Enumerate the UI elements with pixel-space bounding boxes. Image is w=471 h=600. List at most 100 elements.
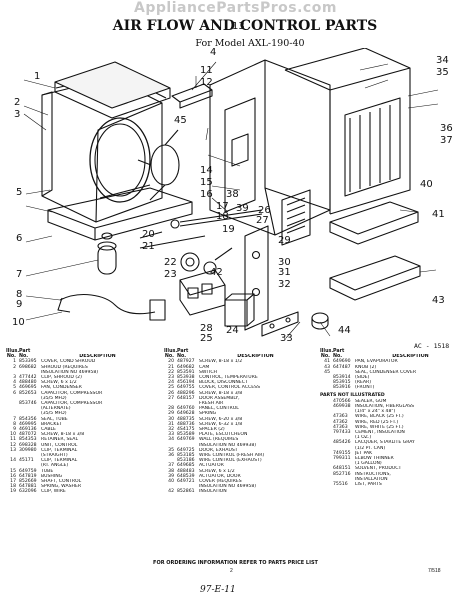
part-number: 853589 — [177, 432, 195, 438]
part-number: 485426 — [333, 440, 351, 446]
part-description: LACQUER, STARLITE GRAY — [355, 440, 415, 446]
illus-number: 36 — [168, 453, 174, 459]
evaporator-wall — [284, 48, 411, 215]
part-number: 853395 — [19, 359, 37, 365]
part-number: 648151 — [333, 466, 351, 472]
part-description: WIRE CONTROL (FRESH AIR) — [199, 453, 265, 459]
part-description: SPRING — [199, 411, 217, 417]
parts-row: (35/5 MFD) — [6, 411, 154, 416]
part-description: SCREW, 6-32 x 1/8 — [199, 421, 243, 427]
part-number: 469938 — [333, 404, 351, 410]
illus-number — [320, 385, 330, 390]
callout-40: 40 — [420, 179, 433, 190]
header-illus: Illus. — [320, 349, 334, 354]
part-description: BUSHING — [41, 473, 63, 479]
part-description: (1 OZ.) — [355, 435, 372, 441]
parts-header-row: Illus.Part — [164, 349, 312, 354]
parts-row: (1/2 PT. CAN) — [320, 446, 466, 451]
part-description: INSULATION NO 469938) — [199, 442, 257, 448]
part-description: KNOB (2) — [355, 364, 377, 370]
callout-13: 13 — [232, 21, 245, 32]
part-description: JET PAK — [355, 450, 373, 456]
part-number: 649759 — [19, 468, 37, 474]
evaporator-pan — [329, 201, 419, 245]
illus-number: 20 — [168, 359, 174, 365]
part-description: RETAINER, SEAL — [41, 437, 79, 443]
part-description: SHROUD (REQUIRES — [41, 364, 88, 370]
illus-number: 7 — [13, 416, 16, 422]
part-number: 853916 — [333, 385, 351, 391]
part-number: 45171 — [19, 458, 34, 464]
parts-row: 749155 JET PAK — [320, 451, 466, 456]
header-description: DESCRIPTION — [237, 354, 274, 360]
part-description: LIST, PARTS — [355, 482, 382, 488]
watermark: AppliancePartsPros.com — [134, 0, 337, 16]
illus-number: 19 — [10, 489, 16, 495]
part-description: SCREW, 6 x 1/2 — [199, 468, 235, 474]
illus-number — [320, 482, 330, 487]
part-number: 477442 — [19, 375, 37, 381]
callout-25: 25 — [200, 333, 213, 344]
illus-number: 40 — [168, 479, 174, 485]
part-number: 853185 — [177, 453, 195, 459]
part-number: 749155 — [333, 450, 351, 456]
parts-row: (1/4" x 24" x 48") — [320, 409, 466, 414]
part-number: 698328 — [19, 442, 37, 448]
header-description: DESCRIPTION — [392, 354, 429, 360]
parts-row: FRESH AIR — [164, 401, 312, 406]
part-number: 797433 — [333, 430, 351, 436]
control-shaft — [139, 209, 263, 249]
condenser-cover — [54, 61, 171, 119]
part-number: 649690 — [333, 359, 351, 365]
escutcheon-plate — [261, 311, 299, 337]
part-description: PAN, EVAPORATOR — [355, 359, 398, 365]
part-number: 487072 — [19, 432, 37, 438]
callout-12: 12 — [200, 77, 213, 88]
part-description: SPRING, WASHER — [41, 484, 82, 490]
part-description: WIRE, RED (25 FT.) — [355, 419, 399, 425]
handwritten-note: 97-E-11 — [200, 585, 236, 595]
header-no: No. — [320, 354, 330, 360]
part-description: UNIT, CONTROL — [41, 442, 78, 448]
illus-number: 24 — [168, 380, 174, 386]
parts-header-row: Illus.Part — [320, 349, 466, 354]
parts-row: (1 OZ.) — [320, 435, 466, 440]
callout-16: 16 — [200, 189, 213, 200]
parts-header-row: Illus.Part — [6, 349, 154, 354]
illus-number: 21 — [168, 364, 174, 370]
part-description: PLATE, ESCUTCHEON — [199, 432, 248, 438]
callout-2: 2 — [14, 97, 21, 108]
part-number: 488735 — [177, 416, 195, 422]
part-description: SCREW, 8-18 x 3/8 — [199, 390, 243, 396]
parts-row: INSULATION NO 469938) — [164, 443, 312, 448]
parts-row: 485426 LACQUER, STARLITE GRAY — [320, 440, 466, 445]
callout-43: 43 — [432, 295, 445, 306]
parts-row: (ALTERNATE) — [6, 406, 154, 411]
part-number: 456194 — [177, 380, 195, 386]
illus-number: 6 — [13, 390, 16, 396]
parts-row: INSTALLATION — [320, 477, 466, 482]
part-description: ACTUATOR, DOOR — [199, 473, 241, 479]
illus-number: 37 — [168, 463, 174, 469]
part-description: WIRE, WHITE (25 FT.) — [355, 424, 404, 430]
part-description: DOOR, EXHAUST — [199, 447, 238, 453]
part-description: ELBOW THINNER — [355, 456, 394, 462]
control-unit — [179, 269, 226, 316]
part-number: 649721 — [177, 479, 195, 485]
part-description: INSULATION, FIBERGLASS — [355, 404, 415, 410]
